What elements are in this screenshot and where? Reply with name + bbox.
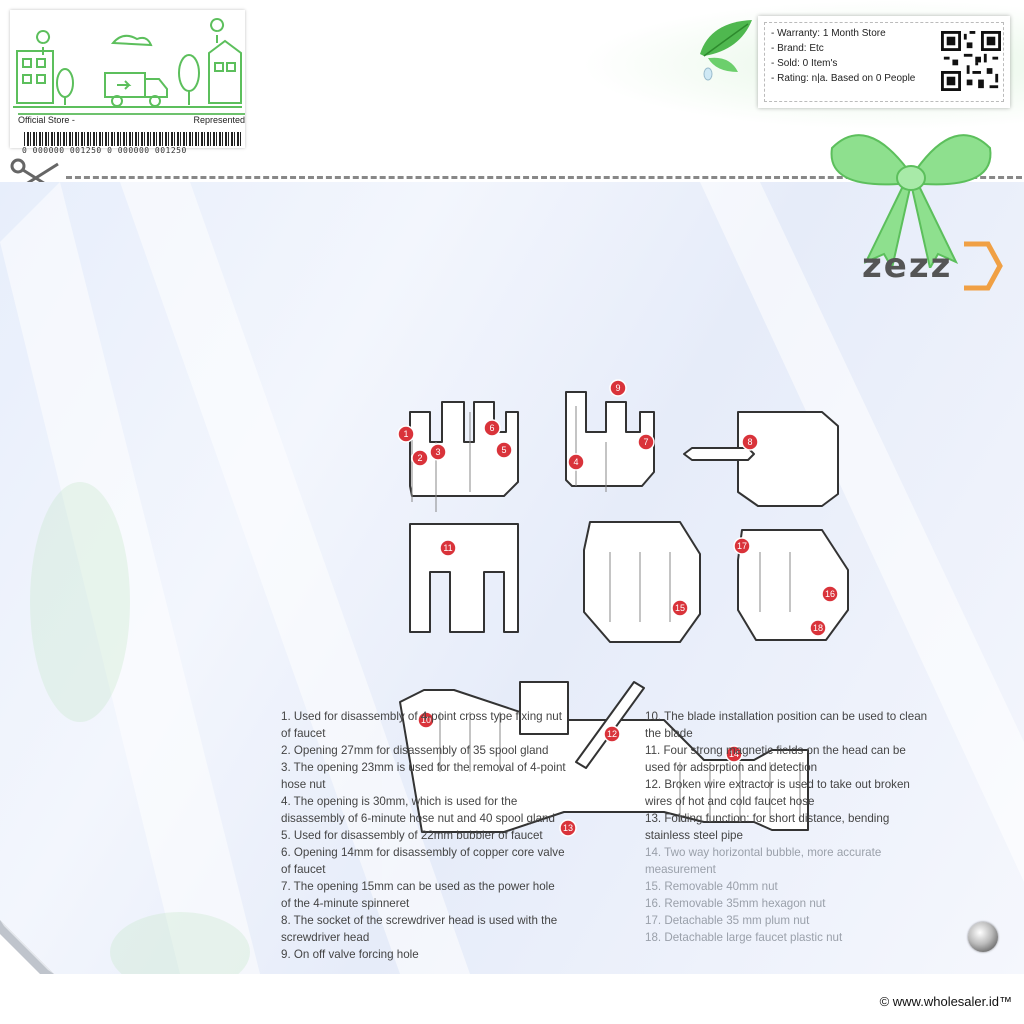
callout-10: 10	[421, 715, 431, 725]
callout-6: 6	[489, 423, 494, 433]
leaf-icon	[700, 20, 752, 81]
cut-line-divider	[66, 176, 1022, 179]
callout-dots	[397, 379, 839, 837]
callout-4: 4	[573, 457, 578, 467]
instruction-line: 4. The opening is 30mm, which is used fo…	[281, 795, 518, 808]
instruction-line: 6. Opening 14mm for disassembly of coppe…	[281, 846, 565, 859]
callout-16: 16	[825, 589, 835, 599]
represented-label: Represented	[193, 115, 245, 125]
instruction-line: stainless steel pipe	[645, 829, 743, 842]
instruction-line: 14. Two way horizontal bubble, more accu…	[645, 846, 882, 859]
scroll-knob-icon[interactable]	[968, 922, 998, 952]
instruction-line: 15. Removable 40mm nut	[645, 880, 778, 893]
instruction-line: used for adsorption and detection	[645, 761, 818, 774]
qr-code-icon[interactable]	[941, 31, 1001, 91]
official-store-label: Official Store -	[18, 115, 75, 125]
diagonal-light-stripes	[0, 182, 1024, 974]
brand-logo-text: zezz	[862, 246, 953, 286]
instruction-line: 16. Removable 35mm hexagon nut	[645, 897, 826, 910]
callout-17: 17	[737, 541, 747, 551]
rating-text: - Rating: n|a. Based on 0 People	[771, 73, 916, 84]
instruction-line: the blade	[645, 727, 693, 740]
bit-holder-block	[737, 411, 839, 507]
instruction-line: disassembly of 6-minute hose nut and 40 …	[281, 812, 555, 825]
instruction-line: screwdriver head	[281, 931, 370, 944]
callout-12: 12	[607, 729, 617, 739]
callout-18: 18	[813, 623, 823, 633]
product-image-panel: 1 2 3 4 5 6 7 8 9 10 11 12 13 14 15 16 1…	[0, 182, 1024, 974]
brand-logo-hexagon	[964, 241, 1003, 291]
instruction-line: hose nut	[281, 778, 326, 791]
callout-7: 7	[643, 437, 648, 447]
instruction-line: 5. Used for disassembly of 22mm bubbler …	[281, 829, 543, 842]
screwdriver-bit	[683, 447, 755, 461]
hexagon-nut	[737, 529, 849, 641]
callout-2: 2	[417, 453, 422, 463]
warranty-text: - Warranty: 1 Month Store	[771, 28, 886, 39]
magnetic-head	[409, 523, 519, 633]
instruction-line: wires of hot and cold faucet hose	[645, 795, 815, 808]
callout-13: 13	[563, 823, 573, 833]
instruction-line: measurement	[645, 863, 716, 876]
instruction-line: 3. The opening 23mm is used for the remo…	[281, 761, 566, 774]
instruction-line: 12. Broken wire extractor is used to tak…	[645, 778, 910, 791]
instruction-line: of the 4-minute spinneret	[281, 897, 410, 910]
product-info-card: - Warranty: 1 Month Store - Brand: Etc -…	[758, 16, 1010, 108]
sold-text: - Sold: 0 Item's	[771, 58, 838, 69]
callout-11: 11	[443, 543, 452, 553]
callout-8: 8	[747, 437, 752, 447]
copyright-footer: © www.wholesaler.id™	[879, 994, 1012, 1009]
instruction-line: 2. Opening 27mm for disassembly of 35 sp…	[281, 744, 549, 757]
instruction-line: 13. Folding function: for short distance…	[645, 812, 890, 825]
barcode	[24, 132, 242, 146]
callout-15: 15	[675, 603, 685, 613]
socket-block-b	[565, 391, 655, 487]
instruction-line: 7. The opening 15mm can be used as the p…	[281, 880, 555, 893]
instruction-line: of faucet	[281, 863, 326, 876]
tool-parts-diagram: 1 2 3 4 5 6 7 8 9 10 11 12 13 14 15 16 1…	[397, 379, 849, 837]
green-bow-ribbon	[830, 134, 992, 268]
instruction-line: 18. Detachable large faucet plastic nut	[645, 931, 843, 944]
plum-nut	[583, 521, 701, 643]
callout-1: 1	[403, 429, 408, 439]
blade-holder	[519, 681, 569, 735]
wire-extractor-rod	[575, 681, 645, 769]
page-curl-corner	[0, 920, 54, 974]
instruction-line: 11. Four strong magnetic fields on the h…	[645, 744, 906, 757]
callout-14: 14	[729, 749, 739, 759]
callout-9: 9	[615, 383, 620, 393]
instruction-line: 9. On off valve forcing hole	[281, 948, 419, 961]
barcode-number: 0 000000 001250 0 000000 001250	[22, 146, 187, 155]
info-dashed-box: - Warranty: 1 Month Store - Brand: Etc -…	[764, 22, 1004, 102]
instruction-line: 17. Detachable 35 mm plum nut	[645, 914, 810, 927]
store-label-strip: Official Store - Represented	[18, 113, 245, 127]
instructions-left-column: 1. Used for disassembly of 4-point cross…	[281, 708, 626, 963]
city-delivery-illustration	[13, 18, 242, 108]
instruction-line: 1. Used for disassembly of 4-point cross…	[281, 710, 562, 723]
instruction-line: 10. The blade installation position can …	[645, 710, 928, 723]
store-card: Official Store - Represented 0 000000 00…	[10, 10, 245, 155]
instruction-line: of faucet	[281, 727, 326, 740]
instructions-right-column: 10. The blade installation position can …	[645, 708, 965, 946]
instruction-line: 8. The socket of the screwdriver head is…	[281, 914, 558, 927]
callout-numbers: 1 2 3 4 5 6 7 8 9 10 11 12 13 14 15 16 1…	[403, 383, 835, 833]
callout-3: 3	[435, 447, 440, 457]
brand-text: - Brand: Etc	[771, 43, 824, 54]
callout-5: 5	[501, 445, 506, 455]
